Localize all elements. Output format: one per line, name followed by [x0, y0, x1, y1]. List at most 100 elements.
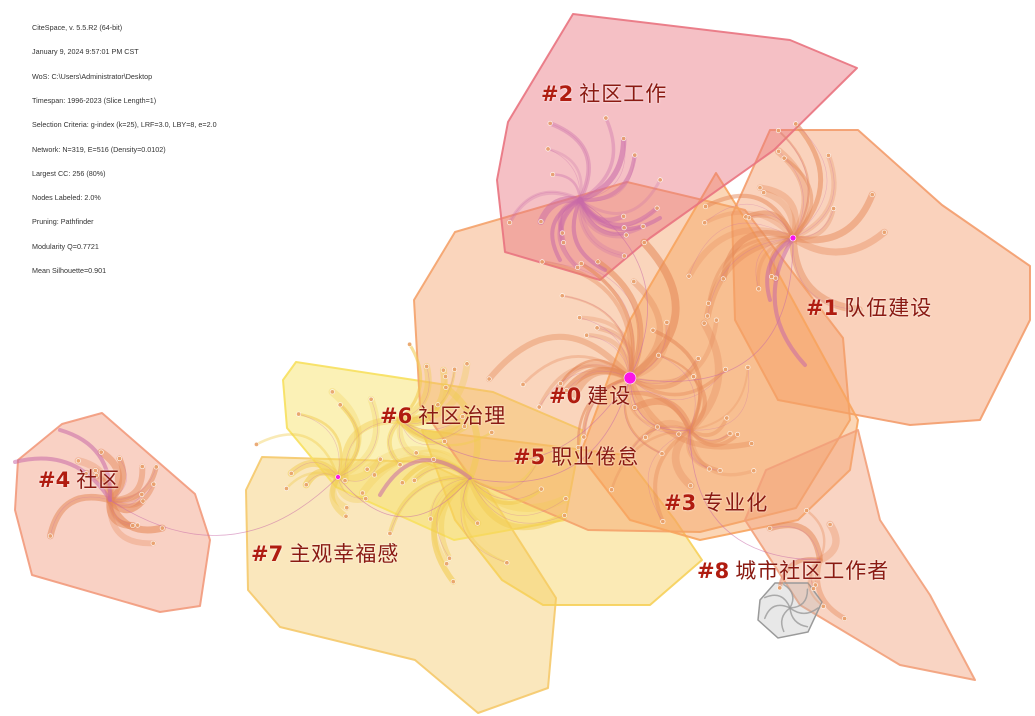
network-node — [150, 540, 156, 546]
network-edge — [399, 419, 445, 445]
network-edge — [628, 367, 728, 397]
network-edge — [561, 294, 632, 380]
network-edge — [688, 428, 740, 448]
network-node — [431, 456, 437, 462]
network-edge — [756, 236, 795, 291]
network-node — [450, 579, 456, 585]
network-edge — [430, 477, 471, 520]
network-edge — [704, 234, 797, 320]
network-node — [717, 468, 723, 474]
cluster-hull-8 — [744, 429, 976, 681]
network-node — [657, 177, 663, 183]
network-edge — [388, 419, 401, 465]
network-node — [443, 374, 449, 380]
network-node — [387, 530, 393, 536]
network-node — [603, 115, 609, 121]
network-node — [781, 155, 787, 161]
network-node — [660, 519, 666, 525]
meta-line: Modularity Q=0.7721 — [32, 241, 99, 251]
network-edge — [399, 419, 465, 440]
cluster-id: #7 — [251, 542, 284, 566]
network-edge — [109, 458, 127, 501]
network-edge — [486, 333, 634, 383]
meta-line: January 9, 2024 9:57:01 PM CST — [32, 47, 139, 57]
network-node — [751, 468, 757, 474]
network-node — [654, 424, 660, 430]
network-edge — [720, 230, 797, 282]
network-link — [109, 476, 339, 536]
cluster-name: 职业倦怠 — [551, 445, 640, 469]
network-edge — [547, 148, 581, 201]
cluster-name: 专业化 — [702, 491, 769, 515]
network-node — [424, 363, 430, 369]
network-edges — [13, 116, 888, 633]
network-node — [776, 148, 782, 154]
network-node — [767, 525, 773, 531]
network-edge — [463, 477, 478, 524]
network-node — [92, 467, 98, 473]
network-node — [842, 615, 848, 621]
network-edge — [769, 526, 821, 561]
network-edge — [686, 428, 711, 471]
network-edge — [789, 234, 863, 314]
meta-line: Largest CC: 256 (80%) — [32, 168, 106, 178]
network-node — [641, 240, 647, 246]
network-node — [595, 259, 601, 265]
network-edge — [707, 237, 794, 317]
network-edge — [414, 449, 472, 480]
network-node — [538, 486, 544, 492]
network-edge — [577, 315, 634, 381]
network-node — [720, 276, 726, 282]
network-node — [654, 205, 660, 211]
cluster-name: 队伍建设 — [844, 296, 933, 320]
network-edge — [627, 375, 682, 437]
network-node — [642, 434, 648, 440]
meta-line: Pruning: Pathfinder — [32, 217, 94, 227]
network-edge — [427, 475, 473, 522]
network-node — [749, 440, 755, 446]
network-node — [371, 472, 377, 478]
network-edge-grey — [780, 607, 791, 633]
network-edge — [442, 384, 481, 482]
network-edge — [459, 474, 482, 527]
network-edge — [50, 496, 111, 537]
network-edge — [337, 458, 381, 482]
network-node — [701, 320, 707, 326]
network-edge — [629, 377, 680, 435]
network-edge — [563, 367, 634, 394]
network-edge-grey — [789, 588, 809, 609]
network-edge — [688, 222, 794, 277]
network-link — [629, 377, 691, 431]
network-edge — [106, 496, 137, 530]
network-edge — [627, 356, 701, 390]
network-node — [706, 466, 712, 472]
network-node — [621, 136, 627, 142]
network-node — [342, 478, 348, 484]
network-edge — [330, 473, 350, 511]
network-node — [507, 220, 513, 226]
network-edge — [774, 147, 810, 242]
network-node — [288, 470, 294, 476]
network-node — [756, 286, 762, 292]
network-edge — [576, 196, 628, 260]
network-edge — [626, 238, 680, 382]
network-edge — [469, 460, 539, 491]
network-node — [428, 516, 434, 522]
network-edge — [337, 398, 378, 478]
network-edge — [792, 237, 860, 311]
network-edge — [777, 129, 810, 240]
network-edge — [756, 184, 799, 242]
network-edge — [658, 354, 696, 431]
network-edge — [789, 228, 888, 256]
network-edge — [398, 342, 423, 422]
network-edge — [688, 429, 721, 471]
network-node — [609, 487, 615, 493]
citespace-info-block: CiteSpace, v. 5.5.R2 (64-bit) January 9,… — [32, 8, 217, 283]
network-node — [743, 214, 749, 220]
network-node — [562, 512, 568, 518]
network-node — [686, 273, 692, 279]
